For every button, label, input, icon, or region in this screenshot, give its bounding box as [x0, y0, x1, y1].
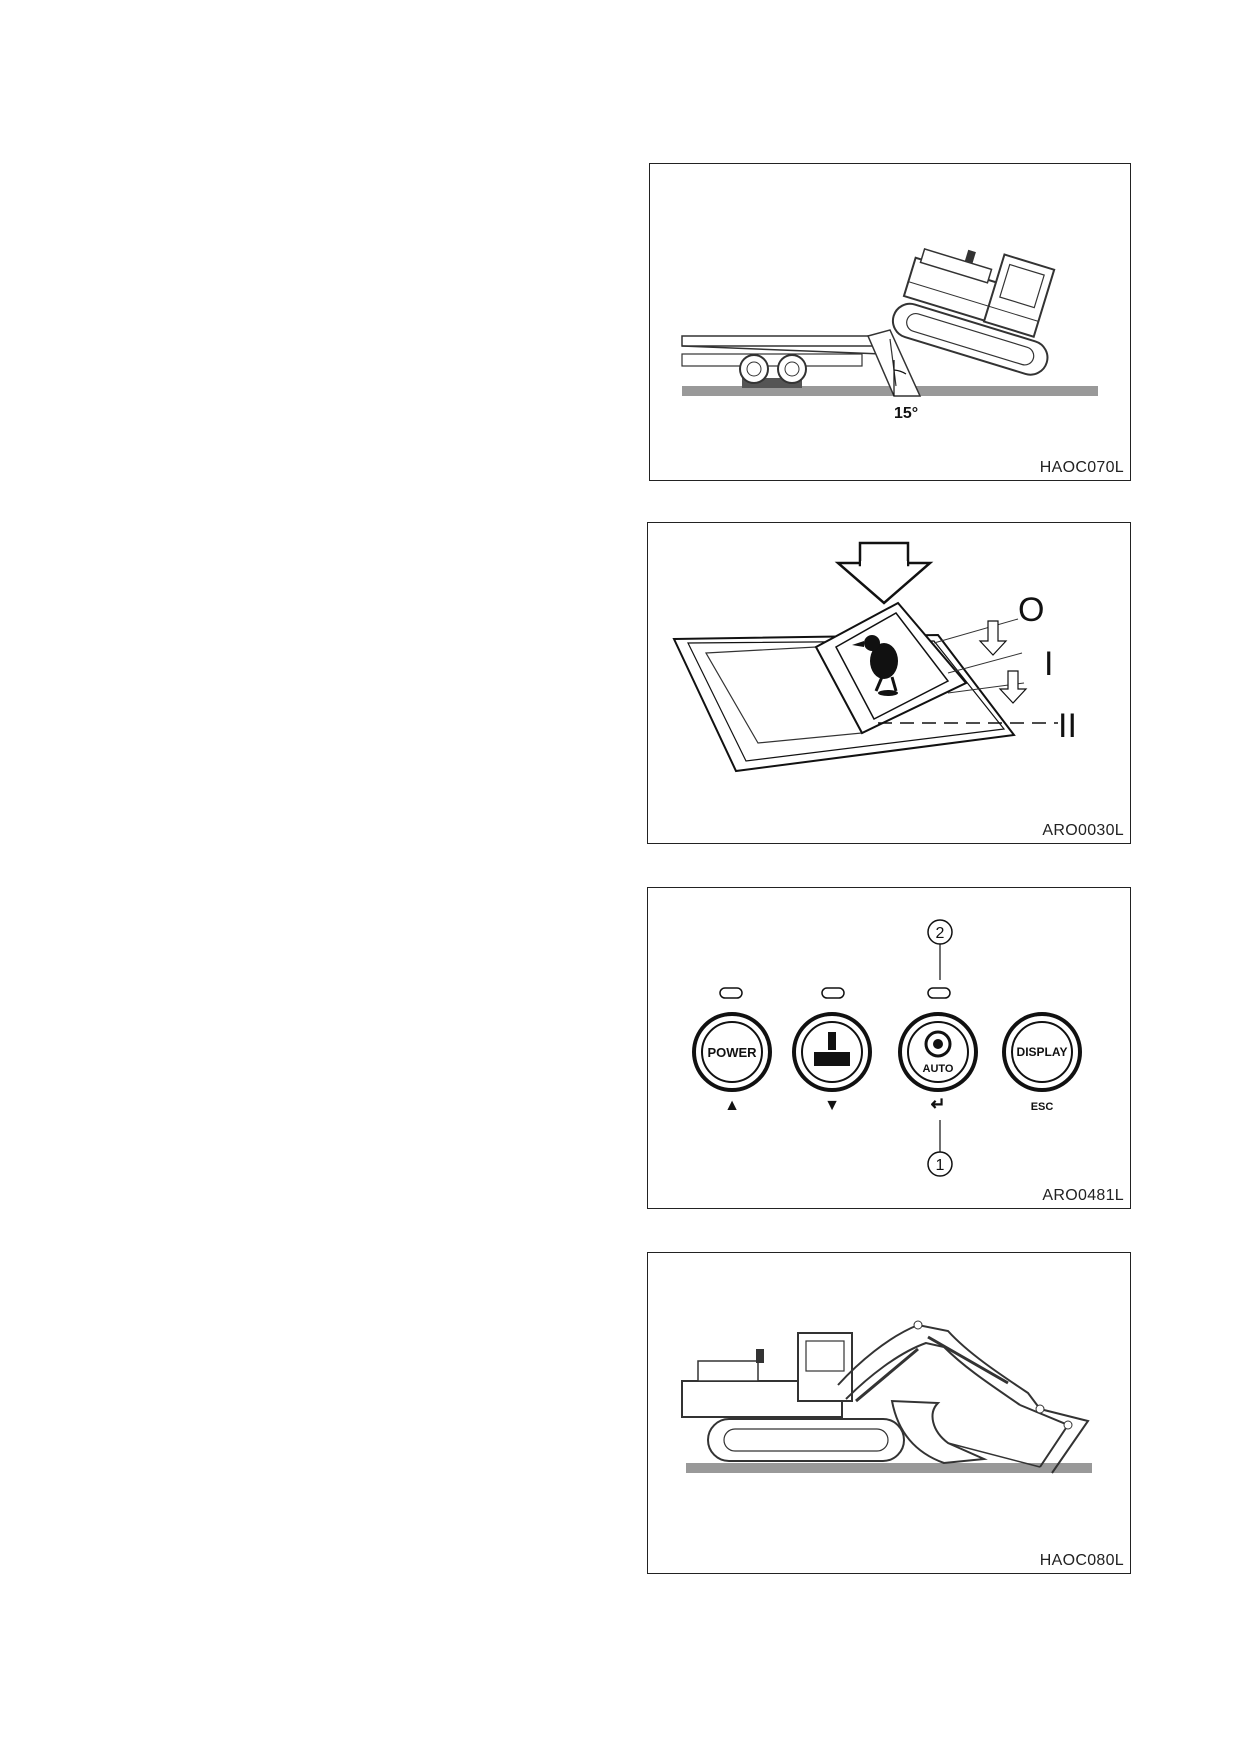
figure-code: HAOC070L	[1039, 459, 1124, 476]
position-label-ii: II	[1058, 707, 1077, 745]
control-panel-illustration: 2 POWER ▲ ▼	[692, 919, 1082, 1177]
work-mode-icon	[814, 1032, 850, 1066]
down-arrow-icon: ▼	[824, 1097, 840, 1114]
figure-control-panel: 2 POWER ▲ ▼	[647, 887, 1131, 1209]
display-button-label: DISPLAY	[1017, 1045, 1068, 1059]
position-label-i: I	[1044, 645, 1053, 683]
figure-rocker-switch: O I II ARO0030L	[647, 522, 1131, 844]
enter-arrow-icon: ↵	[930, 1094, 945, 1114]
figure-code: HAOC080L	[1039, 1552, 1124, 1569]
auto-idle-button[interactable]: AUTO ↵	[898, 1012, 978, 1114]
up-arrow-icon: ▲	[724, 1097, 740, 1114]
trailer-loading-illustration: 15°	[681, 248, 1098, 422]
display-button[interactable]: DISPLAY ESC	[1002, 1012, 1082, 1113]
led-indicator	[719, 987, 743, 999]
auto-idle-icon	[924, 1030, 952, 1058]
ramp-angle-label: 15°	[894, 405, 918, 422]
figure-excavator-lowered: HAOC080L	[647, 1252, 1131, 1574]
led-indicator	[927, 987, 951, 999]
position-label-o: O	[1018, 591, 1044, 629]
figure-code: ARO0030L	[1042, 822, 1124, 839]
figure-trailer-loading: 15° HAOC070L	[649, 163, 1131, 481]
excavator-illustration	[681, 1320, 1092, 1474]
power-button-label: POWER	[707, 1045, 757, 1060]
work-mode-button[interactable]: ▼	[792, 1012, 872, 1114]
led-indicator	[821, 987, 845, 999]
figure-code: ARO0481L	[1042, 1187, 1124, 1204]
esc-label: ESC	[1031, 1101, 1054, 1113]
auto-button-label: AUTO	[923, 1063, 954, 1075]
callout-1: 1	[936, 1157, 945, 1174]
rocker-switch-illustration: O I II	[672, 541, 1077, 773]
callout-2: 2	[936, 925, 945, 942]
rocker-symbol-icon	[852, 635, 898, 696]
power-mode-button[interactable]: POWER ▲	[692, 1012, 772, 1114]
